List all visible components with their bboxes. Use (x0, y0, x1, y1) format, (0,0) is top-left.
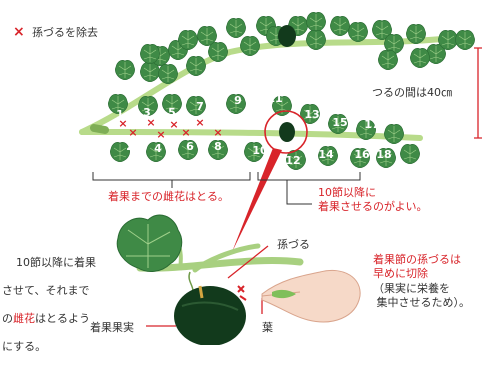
vine-spacing-label: つるの間は40㎝ (372, 86, 452, 99)
hand (261, 270, 361, 323)
detail-big-leaf (116, 214, 183, 272)
upper-leaf (410, 48, 430, 69)
spacing-bracket (474, 47, 482, 139)
upper-leaf (186, 56, 206, 77)
node-fruit (279, 122, 295, 142)
node-number-13: 13 (304, 108, 319, 121)
female-flower-note: 着果までの雌花はとる。 (108, 190, 229, 203)
node-number-9: 9 (234, 94, 242, 107)
node-number-16: 16 (354, 148, 370, 161)
removal-x-mark: × (181, 126, 190, 139)
node-10-note: 10節以降に 着果させるのがよい。 (318, 186, 428, 213)
node-number-12: 12 (285, 154, 300, 167)
upper-leaf (115, 60, 135, 81)
removal-x-mark: × (195, 116, 204, 129)
removal-x-mark: × (128, 126, 137, 139)
node-number-17: 17 (364, 118, 379, 131)
cut-note-title: 着果節の孫づるは 早めに切除 (373, 253, 461, 280)
node-number-18: 18 (376, 148, 391, 161)
upper-leaf (330, 16, 350, 37)
upper-leaf (455, 30, 475, 51)
node-number-2: 2 (126, 140, 134, 153)
grandchild-vine-label: 孫づる (277, 238, 310, 251)
upper-vine (79, 33, 473, 135)
removal-x-mark: × (156, 128, 165, 141)
upper-fruit (278, 25, 296, 47)
small-leaf-in-hand (272, 289, 296, 299)
node10-bracket (257, 172, 361, 181)
node-number-14: 14 (318, 148, 334, 161)
female-flower-word: 雌花 (13, 312, 35, 325)
pointer-wedge (232, 148, 282, 252)
node-number-3: 3 (143, 106, 151, 119)
node10-leader (286, 180, 312, 205)
upper-leaf (348, 22, 368, 43)
node-number-10: 10 (252, 144, 268, 157)
main-stem (90, 124, 109, 134)
grandchild-leader (227, 245, 269, 279)
upper-leaf (140, 62, 160, 83)
left-note: 10節以降に着果 させて、それまで の雌花はとるよう にする。 (2, 256, 96, 353)
node-number-7: 7 (196, 100, 204, 113)
detail-fruit-stripe (181, 301, 239, 311)
upper-leaf (438, 30, 458, 51)
removal-x-mark: × (213, 126, 222, 139)
detail-fruit-stalk (198, 285, 204, 299)
upper-leaf (240, 36, 260, 57)
detail-fruit (174, 286, 246, 346)
upper-leaf (158, 64, 178, 85)
node-number-6: 6 (186, 140, 194, 153)
upper-leaf (306, 12, 326, 33)
removal-x-mark: × (118, 117, 127, 130)
removal-x-icon: × (13, 24, 25, 40)
detail-grandchild-vine (192, 243, 261, 273)
node-number-4: 4 (154, 142, 162, 155)
lower-leaf (400, 144, 420, 165)
fruit-label: 着果果実 (90, 321, 134, 334)
node-number-5: 5 (168, 106, 176, 119)
cut-note-body: （果実に栄養を 集中させるため）。 (373, 282, 470, 309)
node-number-1: 1 (116, 108, 124, 121)
highlight-circle (264, 110, 308, 154)
removal-x-mark: × (146, 116, 155, 129)
legend-label: 孫づるを除去 (32, 26, 98, 39)
node-number-15: 15 (332, 116, 347, 129)
female-bracket (92, 172, 251, 181)
cut-mark-a (237, 285, 245, 293)
node-number-11: 11 (267, 92, 282, 105)
upper-leaf (306, 30, 326, 51)
node-number-8: 8 (214, 140, 222, 153)
cut-mark-b (239, 295, 247, 301)
lower-leaf (384, 124, 404, 145)
upper-leaf (208, 42, 228, 63)
removal-x-mark: × (169, 118, 178, 131)
upper-leaf (140, 44, 160, 65)
upper-leaf (226, 18, 246, 39)
upper-leaf (406, 24, 426, 45)
upper-leaf (178, 30, 198, 51)
upper-leaf (378, 50, 398, 71)
leaf-label: 葉 (262, 321, 273, 334)
